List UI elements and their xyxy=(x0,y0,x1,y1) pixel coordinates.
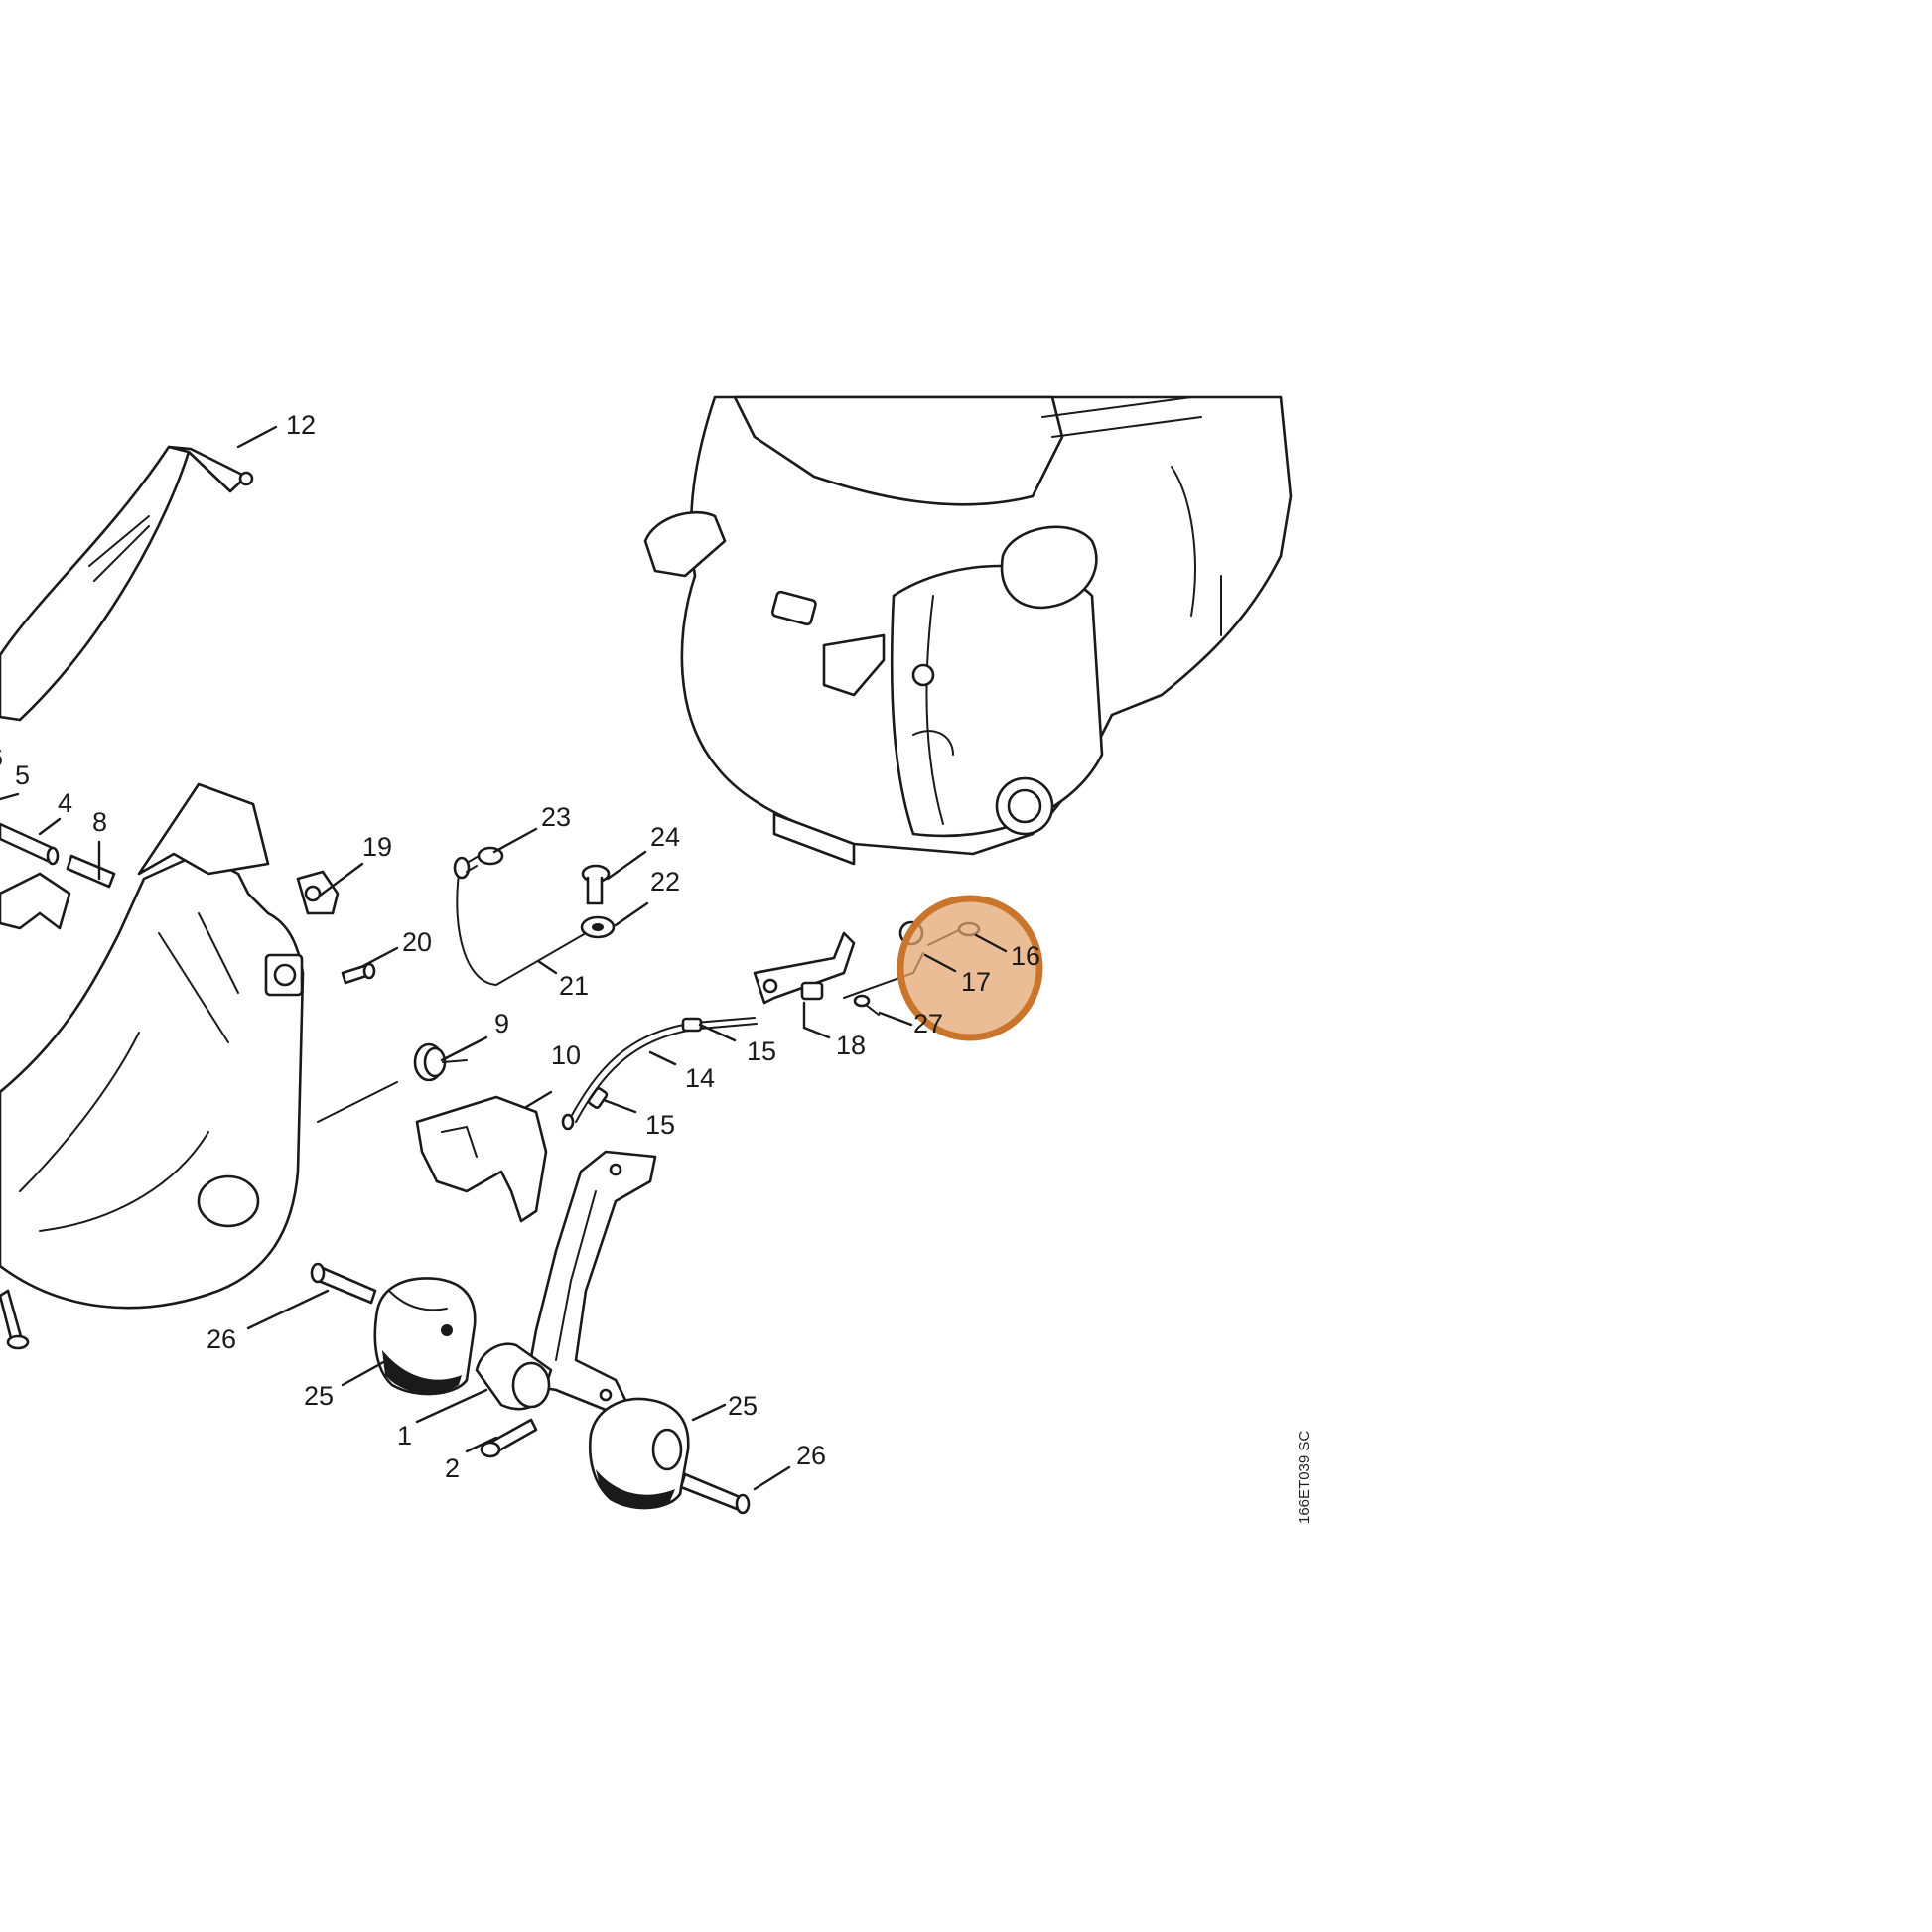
pin-4-part xyxy=(0,822,60,866)
callout-26-right: 26 xyxy=(796,1441,826,1470)
brake-lever-part xyxy=(415,1095,548,1223)
callout-10: 10 xyxy=(551,1040,581,1070)
callout-12: 12 xyxy=(286,410,316,440)
screw-20-part xyxy=(341,962,376,985)
callout-15-lower: 15 xyxy=(645,1110,675,1140)
screw-26-left-part xyxy=(310,1262,377,1305)
buffer-left-part xyxy=(373,1277,477,1396)
callout-16: 16 xyxy=(1011,941,1040,971)
callout-1: 1 xyxy=(397,1421,412,1450)
callout-22: 22 xyxy=(650,867,680,897)
ground-cable-part xyxy=(453,856,616,987)
leader-lines xyxy=(0,425,1008,1491)
callout-26-left: 26 xyxy=(207,1324,236,1354)
callout-17: 17 xyxy=(961,967,991,997)
callout-19: 19 xyxy=(362,832,392,862)
callout-9: 9 xyxy=(494,1009,509,1038)
callout-25-left: 25 xyxy=(304,1381,334,1411)
callout-18: 18 xyxy=(836,1031,866,1060)
callout-4: 4 xyxy=(58,788,72,818)
screw-26-right-part xyxy=(679,1472,751,1515)
callout-24: 24 xyxy=(650,822,680,852)
callout-6: 6 xyxy=(0,743,3,772)
callout-2: 2 xyxy=(445,1453,460,1483)
callout-8: 8 xyxy=(92,807,107,837)
callout-14: 14 xyxy=(685,1063,715,1093)
rear-handle-housing-part xyxy=(0,782,305,1310)
callout-5: 5 xyxy=(15,760,30,790)
clip-19-part xyxy=(296,870,340,915)
callout-labels: 12 6 5 4 8 19 20 23 24 22 21 9 10 14 15 … xyxy=(0,410,1040,1483)
throttle-bracket-part xyxy=(753,931,856,1005)
drawing-code: 166ET039 SC xyxy=(1296,1431,1312,1524)
screw-23-part xyxy=(466,846,504,873)
callout-27: 27 xyxy=(913,1009,943,1038)
screw-left-part xyxy=(0,1289,30,1350)
callout-23: 23 xyxy=(541,802,571,832)
callout-21: 21 xyxy=(559,971,589,1001)
throttle-cable-part xyxy=(561,1017,758,1131)
switch-shaft-part xyxy=(0,872,71,930)
pin-8-part xyxy=(66,854,116,889)
screw-24-part xyxy=(581,864,611,905)
callout-25-right: 25 xyxy=(728,1391,758,1421)
callout-20: 20 xyxy=(402,927,432,957)
callout-15-upper: 15 xyxy=(747,1036,776,1066)
screw-27-part xyxy=(853,994,880,1016)
handle-bar-part xyxy=(0,445,254,722)
front-handle-bracket-part xyxy=(475,1150,657,1412)
buffer-right-part xyxy=(589,1397,690,1510)
spring-part xyxy=(317,1042,468,1123)
highlight-marker xyxy=(897,895,1043,1041)
engine-housing-part xyxy=(643,395,1293,866)
screw-2-part xyxy=(480,1418,538,1458)
